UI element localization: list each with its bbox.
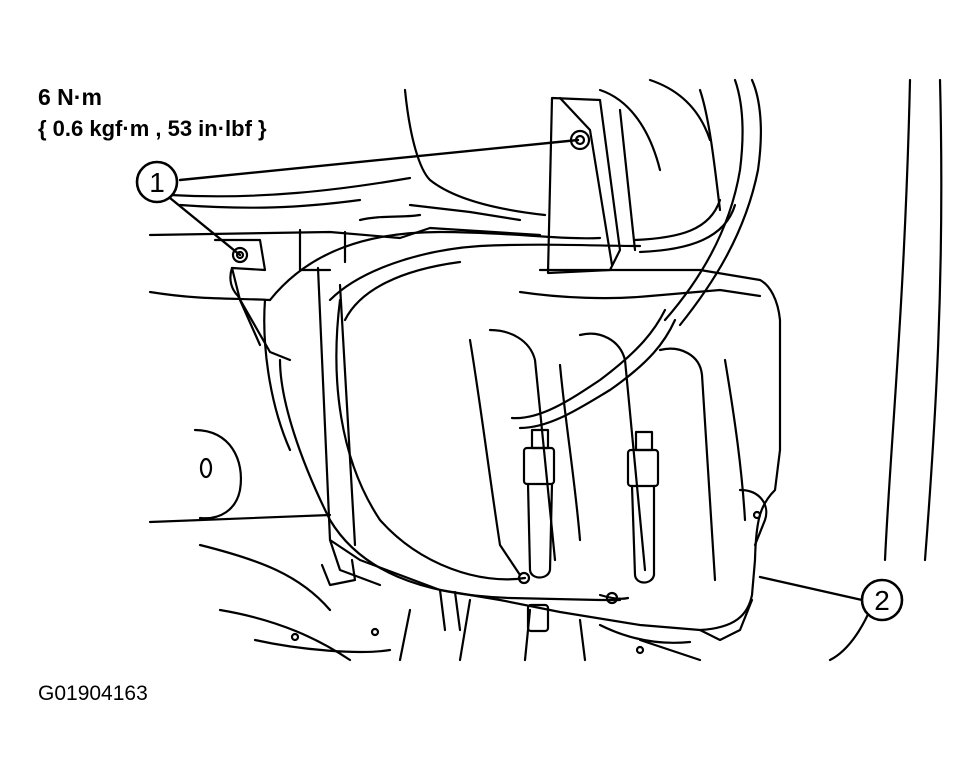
torque-conversion: { 0.6 kgf·m , 53 in·lbf } — [38, 116, 267, 141]
washer-tank — [316, 266, 782, 644]
upper-tank-bracket — [546, 96, 622, 275]
callout-1-leader-lower — [168, 196, 242, 257]
callout-1-number: 1 — [149, 167, 165, 198]
lower-mount-hardware — [290, 510, 762, 655]
body-grommet — [193, 428, 242, 520]
callout-2-number: 2 — [874, 585, 890, 616]
callout-1-leader-upper — [178, 138, 580, 182]
washer-hoses — [263, 78, 762, 605]
callout-1: 1 — [135, 160, 179, 204]
callout-2-leader — [758, 575, 864, 602]
callout-2: 2 — [860, 578, 904, 622]
body-panel-lines — [148, 78, 943, 662]
figure-code: G01904163 — [38, 682, 148, 705]
tank-mounting-flange — [213, 238, 292, 362]
callout-leaders — [168, 138, 864, 602]
washer-pumps — [522, 428, 660, 584]
torque-value: 6 N·m — [38, 84, 102, 110]
